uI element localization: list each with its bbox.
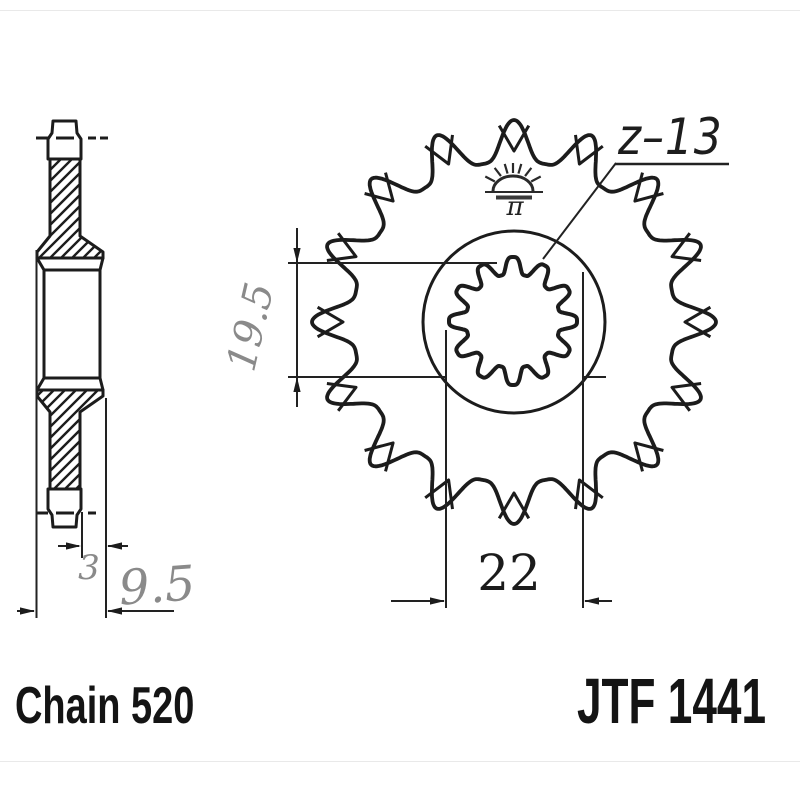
dim-22-label: 22 [477, 544, 541, 602]
dimension-arrowhead [66, 542, 81, 550]
tooth-chamfer-mark [670, 232, 702, 262]
tooth-chamfer-mark [326, 232, 358, 262]
tooth-chamfer-mark [326, 382, 358, 412]
flange-face-top [35, 256, 105, 272]
dimension-lines [17, 162, 729, 618]
dimension-arrowhead [584, 597, 599, 605]
tooth-chamfer-mark [683, 305, 712, 339]
tooth-chamfer-mark [633, 172, 664, 203]
teeth-leader-line [542, 162, 617, 260]
dimension-arrowhead [20, 607, 35, 615]
sun-ray [493, 167, 502, 177]
dimension-arrowhead [107, 542, 122, 550]
tooth-chamfer-mark [633, 441, 664, 472]
tooth-chamfer-mark [364, 441, 395, 472]
sun-ray [530, 175, 542, 183]
tooth-chamfer-mark [670, 382, 702, 412]
spline-bore [447, 255, 579, 387]
sun-ray [517, 163, 523, 174]
rising-sun-icon [484, 163, 543, 200]
part-number-label: JTF 1441 [577, 665, 767, 737]
top-border-line [0, 10, 800, 11]
tooth-chamfer-mark [497, 124, 531, 153]
dimension-arrowhead [293, 377, 301, 392]
dim-9-5-label: 9.5 [116, 555, 198, 617]
sun-ray [484, 175, 496, 183]
dimension-arrowheads [20, 248, 599, 615]
bottom-border-line [0, 761, 800, 762]
tooth-section-bottom [46, 487, 83, 529]
tooth-chamfer-mark [574, 134, 604, 166]
tooth-chamfer-mark [497, 491, 531, 520]
tooth-chamfer-mark [364, 172, 395, 203]
dimension-arrowhead [107, 607, 122, 615]
tooth-chamfer-mark [424, 478, 454, 510]
dimension-arrowhead [293, 248, 301, 263]
hub-circle [421, 229, 607, 415]
sprocket-side-view [35, 119, 108, 529]
flange-face-bottom [35, 376, 105, 392]
hub-section [42, 268, 102, 380]
tooth-chamfer-mark [574, 478, 604, 510]
dimension-arrowhead [430, 597, 445, 605]
tooth-chamfer-mark [316, 305, 345, 339]
sun-ray [503, 163, 509, 174]
logo-pi-glyph: π [506, 192, 524, 222]
sun-ray [524, 167, 533, 177]
teeth-count-label: z–13 [618, 108, 723, 166]
chain-size-label: Chain 520 [15, 677, 195, 735]
dim-3-label: 3 [78, 548, 100, 588]
tooth-section-top [46, 119, 83, 161]
tooth-chamfer-mark [424, 134, 454, 166]
